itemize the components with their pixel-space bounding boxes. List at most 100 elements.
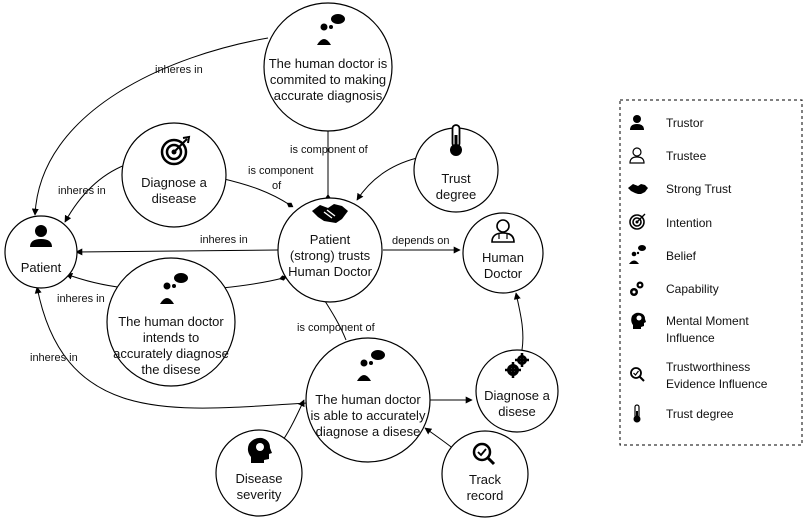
head-brain-icon bbox=[631, 312, 646, 329]
node-track-record: Track record bbox=[441, 430, 529, 518]
edge-label-of: of bbox=[272, 180, 282, 192]
legend-item-mental-moment: Mental Moment Influence bbox=[631, 312, 749, 345]
legend: Trustor Trustee Strong Trust bbox=[619, 99, 803, 446]
node-text-line: Diagnose a bbox=[484, 388, 551, 403]
target-icon bbox=[629, 213, 646, 230]
legend-item-trust-degree: Trust degree bbox=[633, 404, 734, 423]
node-text-line: the disese bbox=[141, 362, 200, 377]
node-diagnose-intention: Diagnose a disease bbox=[121, 122, 227, 228]
head-brain-icon bbox=[247, 437, 272, 463]
node-disease-severity: Disease severity bbox=[215, 429, 303, 517]
legend-label: Strong Trust bbox=[666, 182, 732, 196]
node-text-line: record bbox=[467, 488, 504, 503]
belief-icon bbox=[629, 245, 646, 264]
edge-trust-to-patient bbox=[75, 248, 279, 256]
legend-label: Trustor bbox=[666, 116, 704, 130]
node-human-doctor: Human Doctor bbox=[462, 212, 544, 294]
magnifier-check-icon bbox=[472, 442, 496, 466]
legend-item-strong-trust: Strong Trust bbox=[628, 182, 732, 196]
node-able-belief: The human doctor is able to accurately d… bbox=[305, 337, 431, 463]
legend-item-belief: Belief bbox=[629, 245, 697, 264]
magnifier-check-icon bbox=[630, 367, 645, 382]
legend-box bbox=[619, 99, 803, 446]
belief-icon bbox=[160, 273, 188, 304]
trustor-icon bbox=[30, 225, 52, 247]
handshake-icon bbox=[312, 204, 348, 223]
trustee-icon bbox=[491, 219, 515, 243]
node-text-line: accurate diagnosis bbox=[274, 88, 383, 103]
node-text-line: The human doctor is bbox=[269, 56, 388, 71]
edge-intention-to-patient bbox=[64, 164, 126, 223]
legend-item-trustor: Trustor bbox=[630, 115, 704, 130]
node-text-line: commited to making bbox=[270, 72, 386, 87]
node-text-line: Diagnose a bbox=[141, 175, 208, 190]
node-text-line: diagnose a disese bbox=[316, 424, 421, 439]
legend-label: Intention bbox=[666, 216, 712, 230]
node-text-line: The human doctor bbox=[315, 392, 421, 407]
edge-label-depends-on: depends on bbox=[392, 235, 450, 247]
legend-item-trustworthiness-evidence: Trustworthiness Evidence Influence bbox=[630, 360, 768, 391]
edge-trustdegree-to-trust bbox=[356, 157, 418, 201]
belief-icon bbox=[357, 350, 385, 381]
node-text-line: Disease bbox=[236, 471, 283, 486]
target-icon bbox=[160, 135, 191, 166]
edge-label-inheres-in-5: inheres in bbox=[30, 352, 78, 364]
legend-item-capability: Capability bbox=[630, 281, 719, 296]
node-text-line: severity bbox=[237, 487, 282, 502]
node-text-line: intends to bbox=[143, 330, 199, 345]
edge-label-is-component: is component bbox=[248, 165, 313, 177]
edge-label-inheres-in-3: inheres in bbox=[200, 234, 248, 246]
edge-label-inheres-in-4: inheres in bbox=[57, 293, 105, 305]
edge-commited-to-patient bbox=[31, 37, 269, 216]
node-text-line: is able to accurately bbox=[311, 408, 426, 423]
edge-label-is-component-of-1: is component of bbox=[290, 144, 369, 156]
edges bbox=[31, 37, 524, 451]
node-patient: Patient bbox=[4, 215, 78, 289]
legend-item-trustee: Trustee bbox=[629, 147, 707, 164]
legend-label: Belief bbox=[666, 249, 697, 263]
node-text-line: Human bbox=[482, 250, 524, 265]
edge-labels: inheres in inheres in is component of is… bbox=[30, 64, 450, 364]
edge-track-to-able bbox=[424, 427, 456, 451]
edge-severity-to-able bbox=[282, 399, 305, 441]
edge-label-inheres-in-1: inheres in bbox=[155, 64, 203, 76]
node-intends-belief: The human doctor intends to accurately d… bbox=[106, 257, 236, 387]
legend-label: Capability bbox=[666, 282, 719, 296]
edge-able-to-patient bbox=[34, 286, 309, 409]
node-text-line: Human Doctor bbox=[288, 264, 372, 279]
node-diagnose-capability: Diagnose a disese bbox=[475, 349, 559, 433]
legend-label: Evidence Influence bbox=[666, 377, 768, 391]
thermometer-icon bbox=[633, 404, 641, 423]
gears-icon bbox=[505, 353, 529, 378]
legend-label: Trust degree bbox=[666, 407, 734, 421]
node-trust-degree: Trust degree bbox=[413, 124, 499, 213]
node-text-line: disese bbox=[498, 404, 536, 419]
legend-item-intention: Intention bbox=[629, 213, 712, 230]
gears-icon bbox=[630, 281, 644, 296]
legend-label: Trustee bbox=[666, 149, 707, 163]
legend-label: Trustworthiness bbox=[666, 360, 750, 374]
node-text-line: (strong) trusts bbox=[290, 248, 371, 263]
belief-icon bbox=[317, 14, 345, 45]
node-text-line: degree bbox=[436, 187, 476, 202]
node-text-line: Trust bbox=[441, 171, 471, 186]
edge-label-inheres-in-2: inheres in bbox=[58, 185, 106, 197]
edge-intention-to-trust bbox=[219, 177, 294, 208]
thermometer-icon bbox=[450, 124, 462, 156]
edge-label-is-component-of-2: is component of bbox=[297, 322, 376, 334]
trustee-icon bbox=[629, 147, 645, 164]
node-text-line: disease bbox=[152, 191, 197, 206]
node-text-line: The human doctor bbox=[118, 314, 224, 329]
node-text-line: Patient bbox=[310, 232, 351, 247]
node-strong-trust: Patient (strong) trusts Human Doctor bbox=[277, 197, 383, 303]
edge-capability-to-doctor bbox=[513, 292, 524, 351]
legend-label: Mental Moment bbox=[666, 314, 749, 328]
node-text-line: Patient bbox=[21, 260, 62, 275]
node-text-line: Doctor bbox=[484, 266, 523, 281]
node-commited-belief: The human doctor is commited to making a… bbox=[263, 2, 393, 132]
edge-intends-to-trust bbox=[221, 275, 287, 289]
edge-intends-to-patient bbox=[65, 272, 126, 289]
node-text-line: Track bbox=[469, 472, 502, 487]
legend-label: Influence bbox=[666, 331, 715, 345]
